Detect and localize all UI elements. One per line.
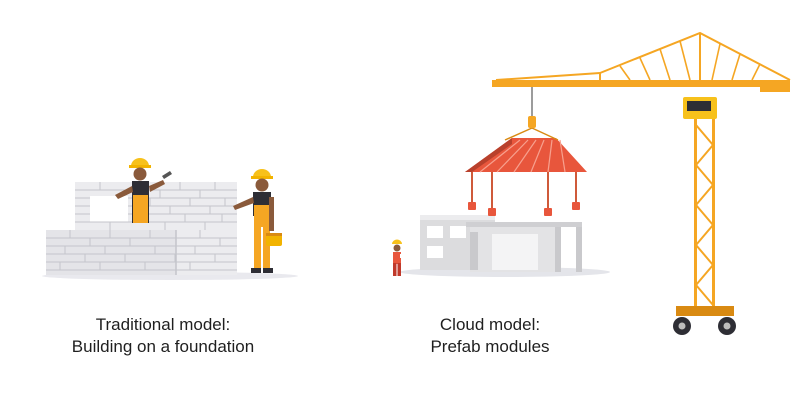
brick-wall-icon [46, 182, 237, 275]
traditional-model-title: Traditional model: [95, 315, 231, 334]
cloud-model-title: Cloud model: [439, 315, 541, 334]
traditional-model-caption: Traditional model: Building on a foundat… [38, 314, 288, 358]
cloud-model-subtitle: Prefab modules [430, 337, 550, 356]
cloud-model-caption: Cloud model: Prefab modules [380, 314, 600, 358]
cloud-prefab-illustration [392, 31, 791, 335]
construction-worker-icon [115, 158, 172, 223]
tower-crane-icon [492, 31, 791, 335]
construction-worker-icon [392, 239, 406, 276]
traditional-model-subtitle: Building on a foundation [71, 337, 255, 356]
traditional-construction-illustration [42, 158, 298, 280]
prefab-roof-module-icon [465, 127, 587, 216]
prefab-building-icon [420, 215, 582, 272]
construction-worker-icon [233, 169, 282, 273]
